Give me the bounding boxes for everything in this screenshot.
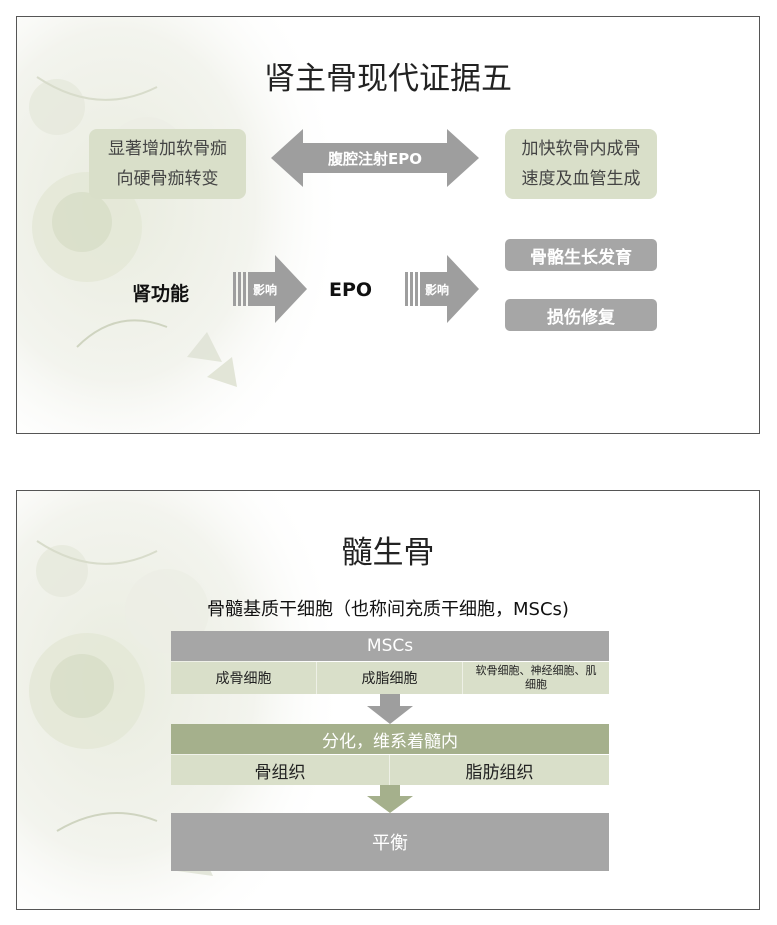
kidney-function-label: 肾功能 (132, 283, 190, 305)
callout-right-line1: 加快软骨内成骨 (521, 139, 641, 159)
result-bone-growth: 骨骼生长发育 (505, 239, 657, 271)
slide-1: 肾主骨现代证据五 显著增加软骨痂 向硬骨痂转变 腹腔注射EPO 加快软骨内成骨 … (16, 16, 760, 434)
tissues-row: 骨组织 脂肪组织 (171, 755, 609, 785)
down-arrow-icon (367, 694, 413, 724)
callout-left-line1: 显著增加软骨痂 (108, 139, 227, 159)
double-arrow-label: 腹腔注射EPO (328, 150, 422, 168)
influence-arrow-2-label: 影响 (425, 283, 450, 297)
double-arrow-icon (271, 129, 479, 187)
cell-type-osteoblast: 成骨细胞 (171, 662, 317, 694)
callout-right-line2: 速度及血管生成 (521, 169, 641, 189)
slide-title: 肾主骨现代证据五 (264, 61, 512, 97)
cell-types-row: 成骨细胞 成脂细胞 软骨细胞、神经细胞、肌细胞 (171, 662, 609, 694)
floral-background-decoration (17, 17, 347, 433)
influence-arrow-1: 影响 (233, 255, 307, 323)
cell-type-others: 软骨细胞、神经细胞、肌细胞 (475, 664, 597, 691)
callout-left-line2: 向硬骨痂转变 (116, 169, 219, 189)
slide-title: 髓生骨 (341, 535, 435, 571)
tissue-fat: 脂肪组织 (465, 762, 534, 783)
influence-arrow-2: 影响 (405, 255, 479, 323)
msc-header-band: MSCs (171, 631, 609, 661)
striped-arrow-icon (233, 255, 307, 323)
result-injury-repair: 损伤修复 (505, 299, 657, 331)
tissue-bone: 骨组织 (171, 755, 390, 785)
influence-arrow-1-label: 影响 (253, 283, 278, 297)
slide-subtitle: 骨髓基质干细胞（也称间充质干细胞，MSCs) (207, 599, 569, 620)
callout-right: 加快软骨内成骨 速度及血管生成 (505, 129, 657, 199)
balance-band: 平衡 (171, 813, 609, 871)
callout-left: 显著增加软骨痂 向硬骨痂转变 (89, 129, 246, 199)
differentiation-band: 分化，维系着髓内 (171, 724, 609, 754)
slide-2: 髓生骨 骨髓基质干细胞（也称间充质干细胞，MSCs) MSCs 成骨细胞 成脂细… (16, 490, 760, 910)
double-arrow-epo-injection: 腹腔注射EPO (271, 129, 479, 187)
striped-arrow-icon (405, 255, 479, 323)
down-arrow-icon (367, 785, 413, 813)
epo-label: EPO (329, 279, 373, 301)
cell-type-adipocyte: 成脂细胞 (317, 662, 463, 694)
